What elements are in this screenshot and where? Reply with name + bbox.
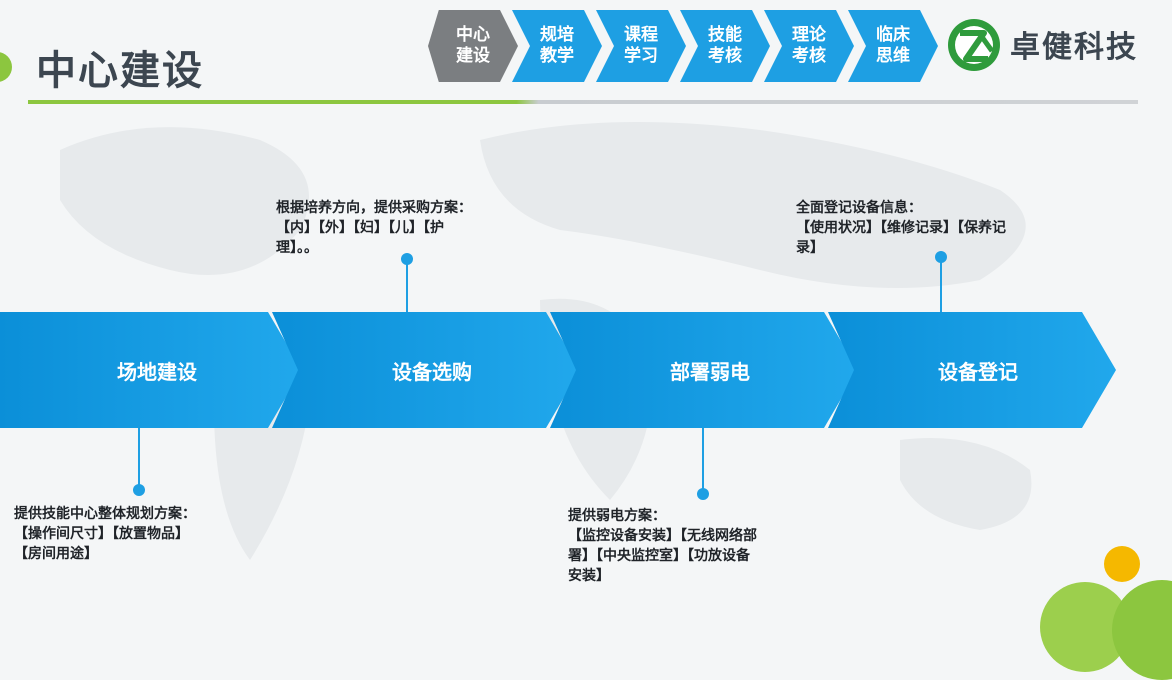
connector-line <box>138 428 140 490</box>
step-desc-site: 提供技能中心整体规划方案： 【操作间尺寸】【放置物品】 【房间用途】 <box>14 506 196 562</box>
connector-line <box>940 258 942 312</box>
connector-line <box>702 428 704 490</box>
tab-clinical-thinking[interactable]: 临床思维 <box>848 10 938 82</box>
accent-dot <box>0 52 12 82</box>
connector-dot <box>697 488 709 500</box>
title-underline <box>28 100 1138 104</box>
step-weak-current-deployment: 部署弱电 <box>550 312 858 428</box>
tab-course-learning[interactable]: 课程学习 <box>596 10 686 82</box>
step-desc-purchase: 根据培养方向，提供采购方案： 【内】【外】【妇】【儿】【护 理】。。 <box>276 200 472 256</box>
tab-skill-assessment[interactable]: 技能考核 <box>680 10 770 82</box>
process-flow: 场地建设 设备选购 部署弱电 设备登记 <box>0 312 1172 428</box>
page-title: 中心建设 <box>36 48 204 94</box>
connector-dot <box>133 484 145 496</box>
step-equipment-registration: 设备登记 <box>828 312 1116 428</box>
brand-name: 卓健科技 <box>1010 30 1138 65</box>
nav-tabs: 中心建设 规培教学 课程学习 技能考核 理论考核 临床思维 <box>428 10 948 82</box>
tab-center-construction[interactable]: 中心建设 <box>428 10 518 82</box>
step-desc-registration: 全面登记设备信息： 【使用状况】【维修记录】【保养记 录】 <box>796 200 1006 256</box>
step-desc-weak-current: 提供弱电方案： 【监控设备安装】【无线网络部 署】【中央监控室】【功放设备 安装… <box>568 508 757 584</box>
step-site-construction: 场地建设 <box>0 312 302 428</box>
pill-decor-icon <box>1104 546 1140 582</box>
connector-line <box>406 260 408 312</box>
tab-training-teaching[interactable]: 规培教学 <box>512 10 602 82</box>
connector-dot <box>935 251 947 263</box>
step-equipment-purchase: 设备选购 <box>272 312 580 428</box>
connector-dot <box>401 253 413 265</box>
tab-theory-assessment[interactable]: 理论考核 <box>764 10 854 82</box>
zhuojian-logo-icon <box>948 19 1000 71</box>
